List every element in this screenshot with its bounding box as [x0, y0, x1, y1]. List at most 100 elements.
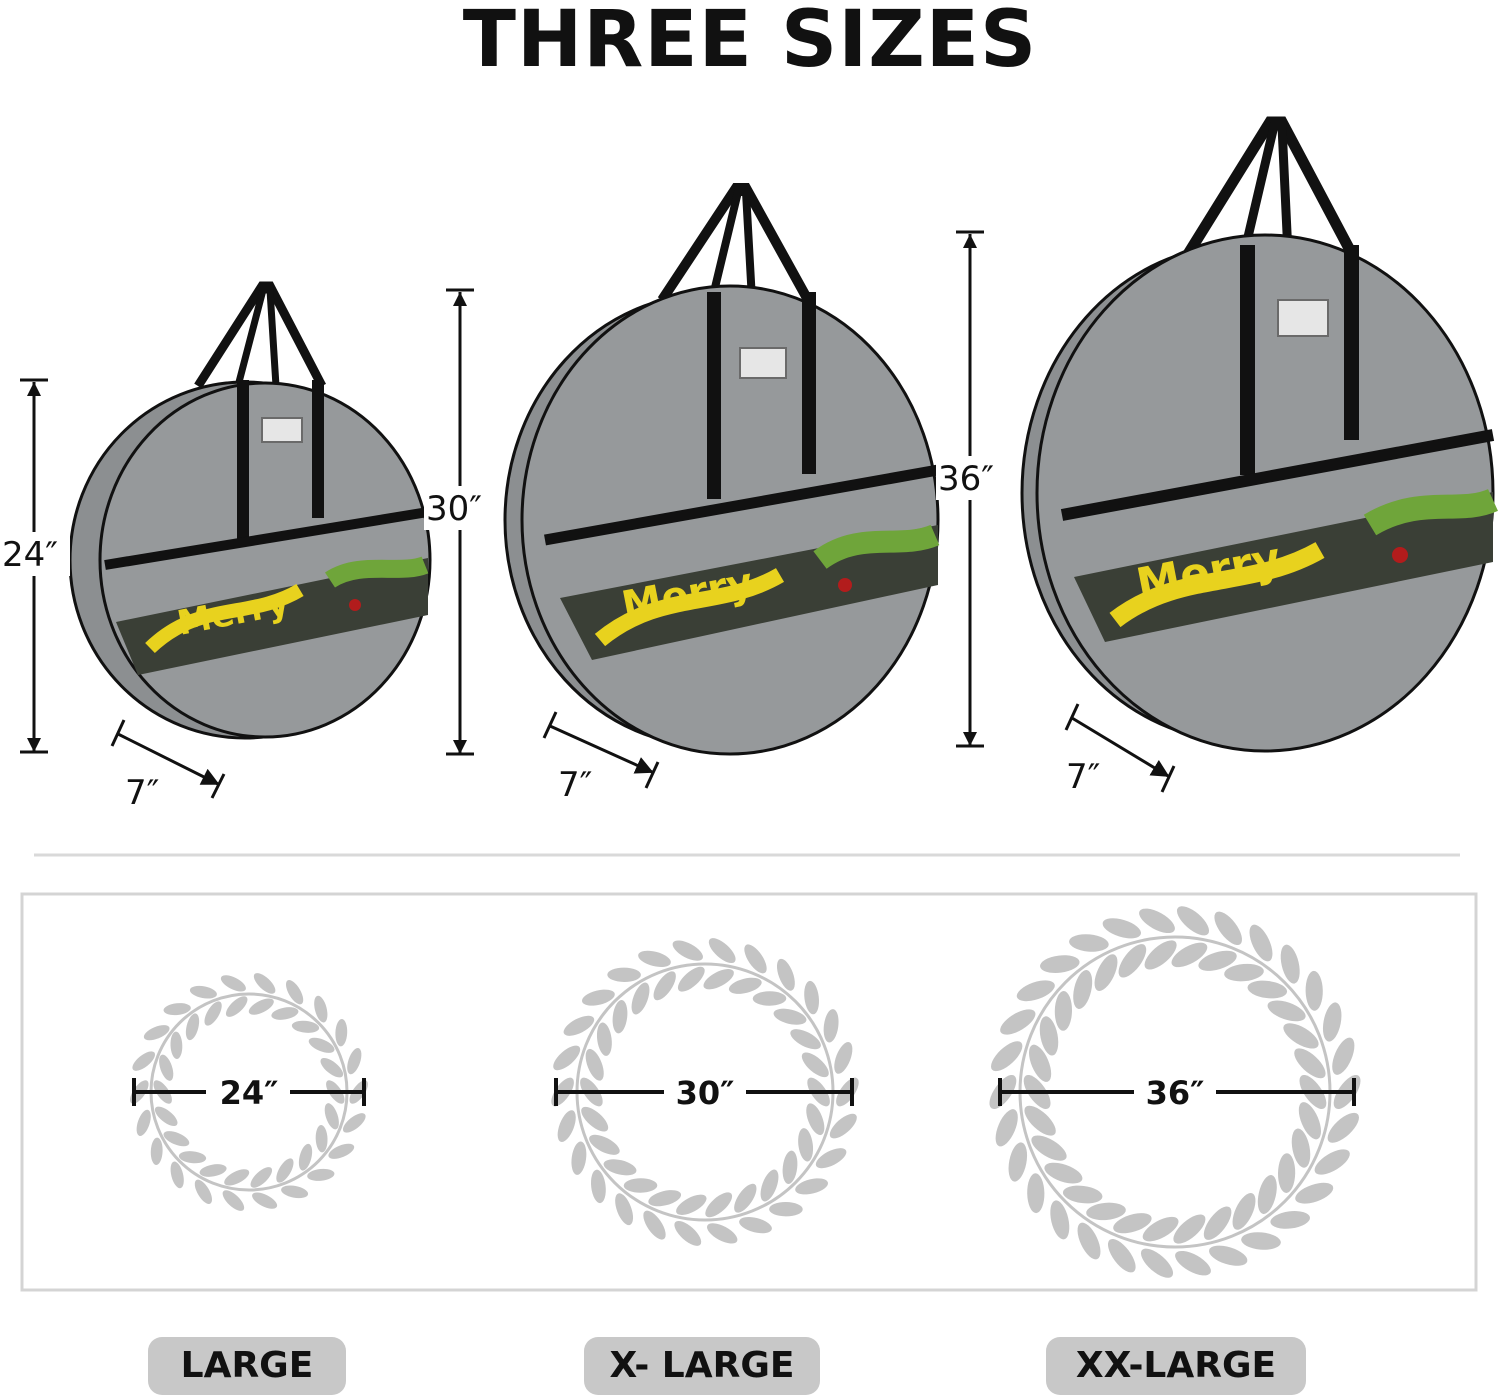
wreath-leaf	[1241, 1232, 1281, 1250]
wreath-leaf	[1171, 942, 1208, 968]
bag-large: Merry	[68, 281, 432, 740]
wreath-leaf	[1142, 1216, 1179, 1242]
wreath-leaf	[553, 1045, 581, 1071]
wreath-leaf	[612, 999, 628, 1034]
wreath-leaf	[643, 1210, 666, 1240]
wreath-leaf	[760, 1169, 779, 1202]
wreath-leaf	[1332, 1037, 1355, 1075]
wreath-leaf	[1118, 944, 1147, 978]
wreath-leaf	[1029, 1044, 1052, 1082]
wreath-leaf	[563, 1015, 595, 1036]
wreath-leaf	[581, 989, 615, 1006]
wreath-icon-xx-large	[989, 906, 1361, 1278]
wreath-leaf	[308, 1037, 335, 1053]
wreath-leaf	[335, 1019, 348, 1047]
wreath-leaf	[291, 1020, 320, 1033]
wreath-leaf	[285, 980, 304, 1005]
wreath-leaf	[677, 966, 705, 992]
wreath-leaf	[1054, 991, 1073, 1031]
wreath-leaf	[734, 1183, 757, 1213]
wreath-dimension-xx-large: 36″	[998, 1074, 1356, 1112]
wreath-leaf	[1044, 1162, 1083, 1184]
wreath-leaf	[1232, 1193, 1256, 1230]
wreath-leaf	[150, 1137, 163, 1165]
size-label-large: LARGE	[148, 1337, 346, 1395]
wreath-leaf	[1008, 1142, 1028, 1182]
wreath-leaf	[163, 1003, 191, 1016]
wreath-leaf	[154, 1106, 178, 1127]
wreath-leaf	[220, 975, 246, 992]
wreath-leaf	[1077, 1222, 1101, 1260]
wreath-leaf	[557, 1110, 576, 1142]
wreath-leaf	[1027, 1173, 1045, 1214]
wreath-leaf	[307, 1168, 335, 1181]
wreath-leaf	[1314, 1149, 1350, 1175]
wreath-leaf	[1102, 918, 1141, 939]
wreath-leaf	[143, 1025, 170, 1041]
wreath-leaf	[703, 969, 734, 990]
wreath-leaf	[1107, 1238, 1136, 1273]
wreath-leaf	[648, 1190, 682, 1207]
wreath-leaf	[320, 1057, 344, 1078]
wreath-leaf	[189, 985, 217, 999]
dimension-depth-large: 7″	[110, 719, 226, 813]
wreath-leaf	[194, 1179, 213, 1204]
height-label: 24″	[2, 535, 58, 575]
height-label: 36″	[938, 459, 994, 499]
wreath-leaf	[1298, 1102, 1321, 1140]
wreath-leaf	[638, 950, 671, 968]
wreath-leaf	[1280, 944, 1300, 984]
wreath-leaf	[159, 1054, 174, 1081]
wreath-leaf	[224, 1169, 250, 1186]
wreath-dimension-large: 24″	[132, 1074, 366, 1112]
wreath-leaf	[1291, 1128, 1311, 1168]
wreath-leaf	[806, 1103, 825, 1136]
wreath-leaf	[615, 1193, 634, 1226]
wreath-leaf	[631, 982, 650, 1015]
wreath-dimension-x-large: 30″	[554, 1074, 854, 1112]
wreath-leaf	[1050, 1200, 1070, 1240]
wreath-leaf	[1040, 955, 1080, 973]
wreath-leaf	[1294, 1048, 1326, 1079]
wreath-leaf	[1069, 934, 1109, 952]
dimension-height-x-large: 30″	[424, 288, 498, 756]
wreath-leaf	[170, 1161, 184, 1189]
wreath-leaf	[1176, 906, 1210, 936]
wreath-leaf	[1283, 1023, 1319, 1049]
wreath-leaf	[1277, 1153, 1296, 1193]
wreath-icon-large	[130, 973, 368, 1211]
wreath-leaf	[132, 1051, 156, 1071]
bag-handle-outer	[194, 281, 326, 389]
dimension-depth-x-large: 7″	[542, 711, 660, 805]
wreath-diameter-label: 30″	[676, 1074, 735, 1112]
wreath-leaf	[1062, 1185, 1103, 1204]
wreath-leaf	[1203, 1206, 1232, 1240]
wreath-leaf	[1270, 1211, 1310, 1229]
wreath-leaf	[744, 944, 767, 974]
wreath-leaf	[1031, 1135, 1067, 1161]
wreath-leaf	[199, 1164, 227, 1177]
wreath-leaf	[804, 980, 820, 1015]
wreath-leaf	[185, 1013, 200, 1041]
wreath-leaf	[225, 996, 248, 1017]
wreath-leaf	[1086, 1202, 1126, 1221]
wreath-leaf	[623, 1178, 658, 1193]
wreath-leaf	[324, 1103, 339, 1130]
wreath-leaf	[706, 1223, 738, 1244]
wreath-leaf	[801, 1052, 829, 1078]
wreath-leaf	[222, 1190, 245, 1211]
wreath-icon-x-large	[551, 938, 859, 1246]
wreath-leaf	[1139, 908, 1175, 934]
wreath-leaf	[834, 1042, 853, 1074]
wreath-leaf	[1039, 1016, 1059, 1056]
wreath-leaf	[672, 940, 704, 961]
wreath-leaf	[585, 1048, 604, 1081]
wreath-leaf	[995, 1109, 1018, 1147]
wreath-leaf	[315, 1125, 328, 1153]
wreath-leaf	[252, 1192, 278, 1209]
wreath-leaf	[314, 995, 328, 1023]
wreath-leaf	[1322, 1002, 1342, 1042]
size-label-xx-large: XX-LARGE	[1046, 1337, 1306, 1395]
wreath-leaf	[1198, 950, 1237, 971]
height-label: 30″	[426, 489, 482, 529]
